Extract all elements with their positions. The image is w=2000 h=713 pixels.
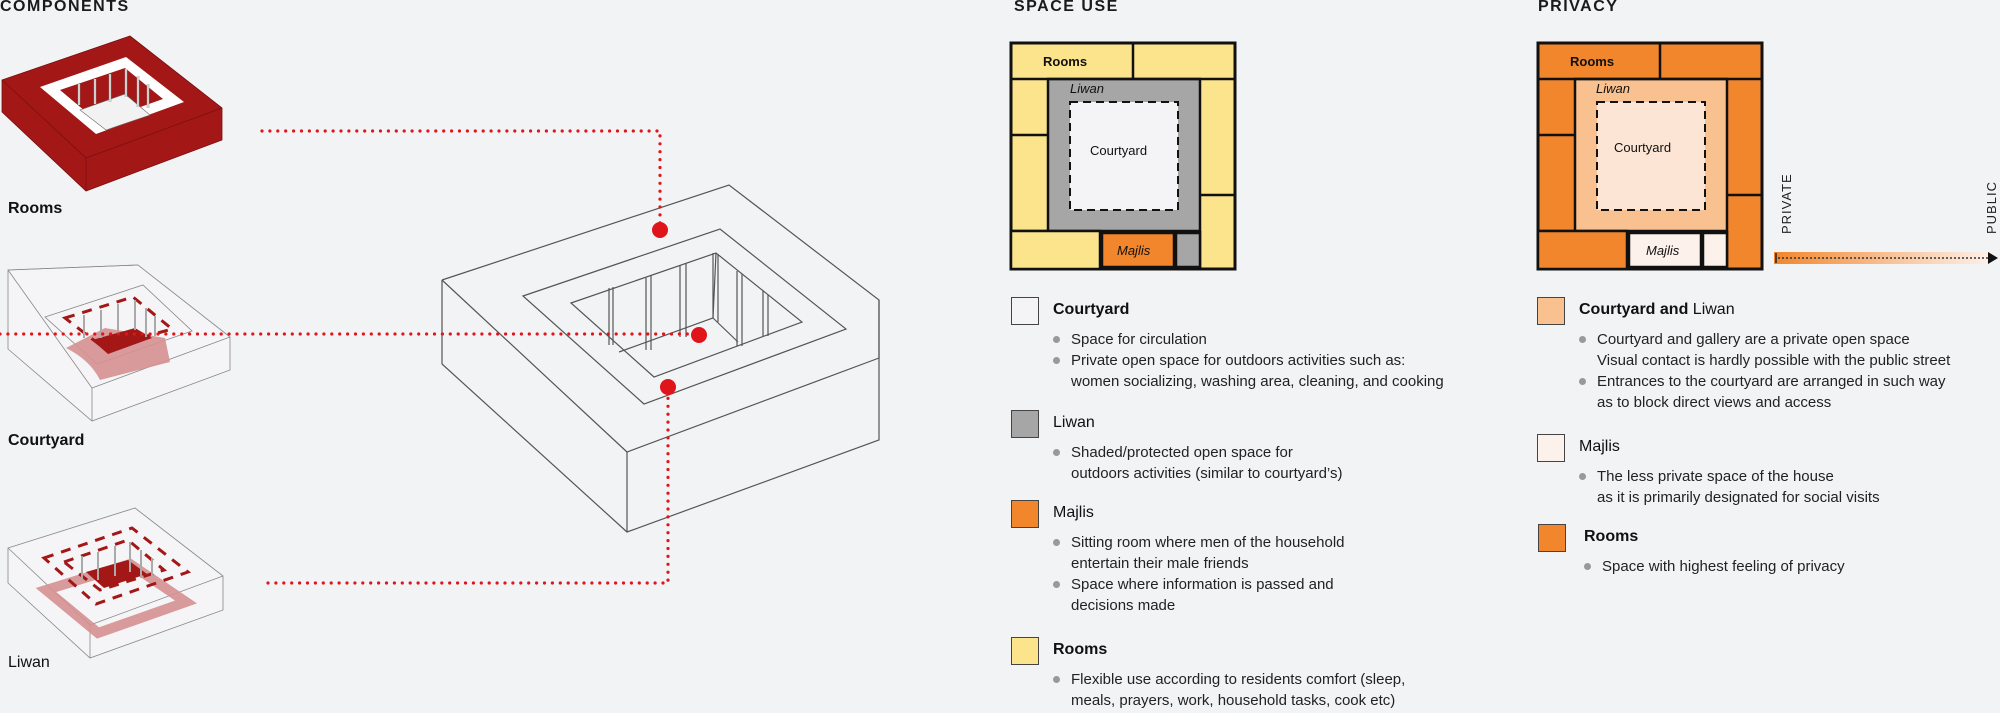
legend-title: Majlis bbox=[1053, 504, 1094, 521]
legend-bullet: Courtyard and gallery are a private open… bbox=[1579, 329, 1950, 371]
swatch-majlis-privacy bbox=[1537, 434, 1565, 462]
marker-liwan bbox=[660, 379, 676, 395]
legend-bullet: Private open space for outdoors activiti… bbox=[1053, 350, 1444, 392]
connector-rooms bbox=[260, 129, 662, 227]
marker-courtyard bbox=[691, 327, 707, 343]
courtyard-block-icon bbox=[7, 264, 231, 422]
legend-title: Courtyard bbox=[1053, 301, 1130, 318]
space-plan-label-courtyard: Courtyard bbox=[1090, 143, 1148, 158]
privacy-plan-label-rooms: Rooms bbox=[1570, 54, 1615, 69]
swatch-rooms bbox=[1011, 637, 1039, 665]
legend-title: Liwan bbox=[1053, 414, 1095, 431]
liwan-block-icon bbox=[7, 507, 224, 659]
axis-label-private: PRIVATE bbox=[1779, 173, 1794, 234]
privacy-plan-label-liwan: Liwan bbox=[1596, 81, 1630, 96]
privacy-plan-label-courtyard: Courtyard bbox=[1614, 140, 1672, 155]
legend-title: Majlis bbox=[1579, 438, 1620, 455]
connector-liwan bbox=[266, 385, 670, 585]
legend-title: Rooms bbox=[1584, 528, 1639, 545]
swatch-courtyard bbox=[1011, 297, 1039, 325]
privacy-plan-label-majlis: Majlis bbox=[1646, 243, 1680, 258]
swatch-liwan bbox=[1011, 410, 1039, 438]
legend-title: Rooms bbox=[1053, 641, 1108, 658]
component-label-rooms: Rooms bbox=[8, 200, 63, 217]
space-plan-label-majlis: Majlis bbox=[1117, 243, 1151, 258]
component-label-courtyard: Courtyard bbox=[8, 432, 85, 449]
space-use-plan bbox=[1009, 41, 1237, 271]
privacy-gradient-axis bbox=[1774, 252, 1998, 264]
components-heading: COMPONENTS bbox=[0, 0, 130, 15]
axis-label-public: PUBLIC bbox=[1984, 181, 1999, 234]
swatch-majlis bbox=[1011, 500, 1039, 528]
space-use-heading: SPACE USE bbox=[1014, 0, 1119, 15]
rooms-block-icon bbox=[1, 35, 223, 192]
swatch-rooms-privacy bbox=[1538, 524, 1566, 552]
component-label-liwan: Liwan bbox=[8, 654, 50, 671]
marker-rooms bbox=[652, 222, 668, 238]
privacy-heading: PRIVACY bbox=[1538, 0, 1619, 15]
legend-bullet: Entrances to the courtyard are arranged … bbox=[1579, 371, 1950, 413]
legend-bullet: Space for circulation bbox=[1053, 329, 1444, 350]
legend-bullet: Flexible use according to residents comf… bbox=[1053, 669, 1405, 711]
legend-title: Courtyard and Liwan bbox=[1579, 301, 1735, 318]
privacy-plan bbox=[1536, 41, 1764, 271]
space-plan-label-rooms: Rooms bbox=[1043, 54, 1088, 69]
space-plan-label-liwan: Liwan bbox=[1070, 81, 1104, 96]
swatch-courtyard-liwan bbox=[1537, 297, 1565, 325]
house-isometric-diagram bbox=[0, 129, 880, 585]
arrow-right-icon bbox=[1988, 252, 1998, 264]
legend-bullet: Space with highest feeling of privacy bbox=[1584, 556, 1845, 577]
